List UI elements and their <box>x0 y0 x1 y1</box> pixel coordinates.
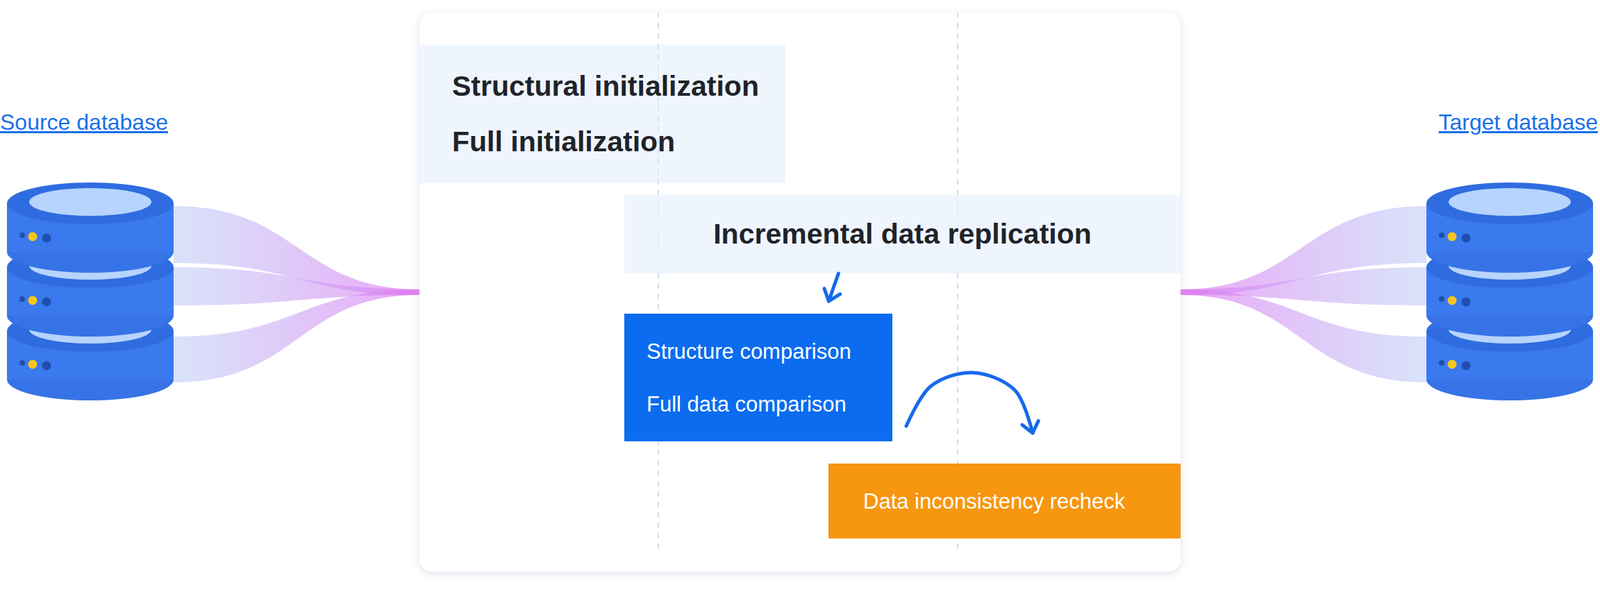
disk-face <box>29 188 152 216</box>
disk-top <box>6 182 174 225</box>
database-disk <box>6 182 174 273</box>
status-dot <box>1447 296 1457 306</box>
flow-band <box>173 289 420 383</box>
disk-face <box>1448 188 1571 216</box>
box-label: Structure comparison <box>646 338 852 365</box>
box-label: Full data comparison <box>646 391 847 418</box>
flow-bands-right <box>1180 206 1427 383</box>
status-dot <box>1461 361 1471 371</box>
status-dot <box>1461 234 1471 244</box>
status-dot <box>1447 232 1457 242</box>
stage-band: Incremental data replication <box>624 195 1181 274</box>
flow-band <box>1180 267 1427 306</box>
status-dot <box>28 360 38 370</box>
database-node: Source database <box>0 104 188 410</box>
stage-box: Structural initializationFull initializa… <box>419 45 786 184</box>
process-box: Data inconsistency recheck <box>828 463 1181 539</box>
flow-band <box>173 267 420 306</box>
box-label: Full initialization <box>452 125 675 160</box>
box-label: Data inconsistency recheck <box>863 488 1125 515</box>
flow-arrow <box>828 273 839 302</box>
flow-band <box>1180 289 1427 383</box>
database-disk <box>1426 182 1594 273</box>
status-dot <box>19 360 25 366</box>
database-label: Source database <box>0 109 169 136</box>
disk-top <box>1426 182 1594 225</box>
status-dot <box>28 296 38 306</box>
status-dot <box>19 296 25 303</box>
database-label: Target database <box>1438 109 1599 136</box>
box-label: Incremental data replication <box>713 217 1092 252</box>
status-dot <box>1461 297 1471 307</box>
status-dot <box>1438 296 1445 303</box>
status-dot <box>1438 360 1445 366</box>
flow-arrow <box>906 372 1033 434</box>
flow-bands-left <box>173 206 420 383</box>
status-dot <box>42 297 52 307</box>
status-dot <box>42 234 52 244</box>
process-box: Structure comparisonFull data comparison <box>624 313 893 442</box>
database-icon <box>1409 104 1600 410</box>
status-dot <box>1438 232 1445 239</box>
database-node: Target database <box>1409 104 1600 410</box>
process-panel <box>419 12 1181 573</box>
status-dot <box>42 361 52 371</box>
box-label: Structural initialization <box>452 69 760 104</box>
status-dot <box>28 232 38 242</box>
status-dot <box>19 232 25 239</box>
status-dot <box>1447 360 1457 370</box>
database-icon <box>0 104 188 410</box>
